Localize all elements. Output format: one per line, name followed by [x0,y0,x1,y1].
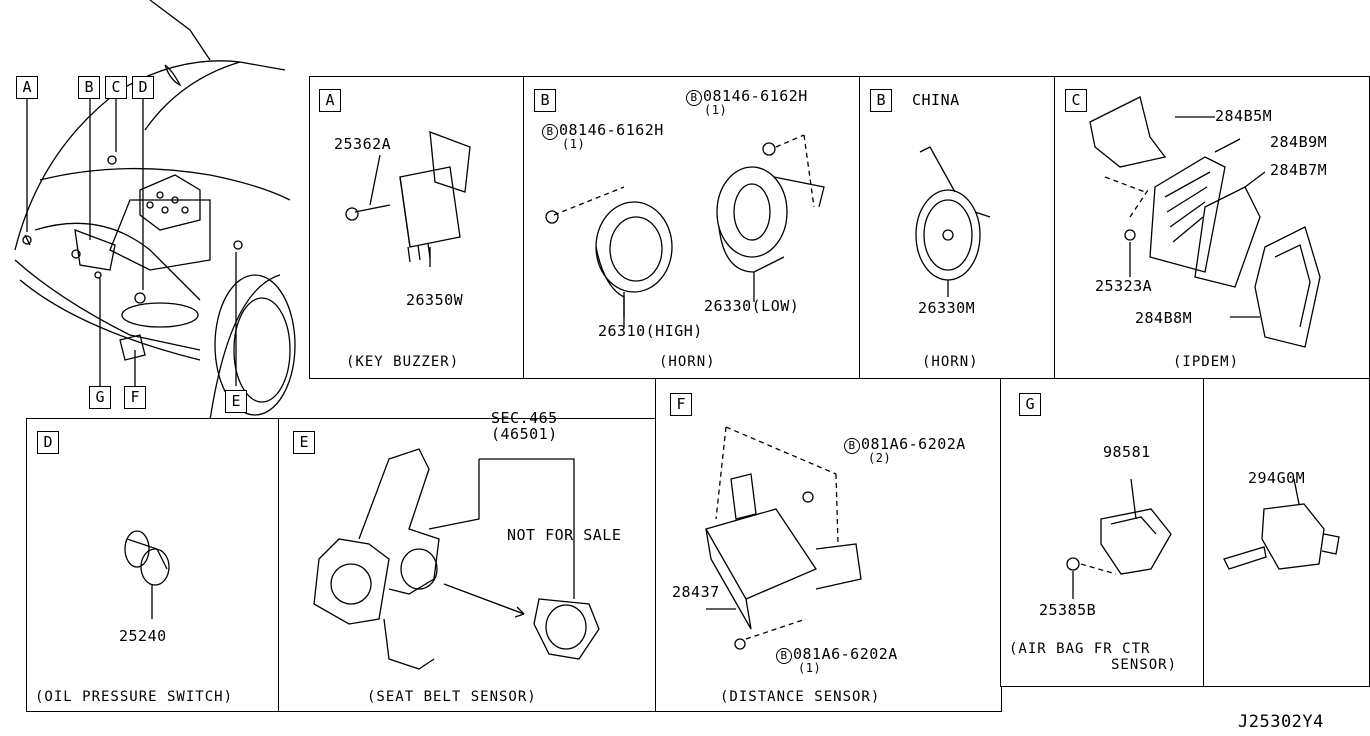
panel-ipdem: C 284B5M 284B9M 284B7M 25323A 284B8M (IP… [1054,76,1370,379]
distance-sensor-drawing [705,426,862,650]
overview-marker-c[interactable]: C [105,76,127,99]
sec-ref-46501: (46501) [491,425,558,443]
overview-marker-g[interactable]: G [89,386,111,409]
part-26330m[interactable]: 26330M [918,299,976,317]
panel-f-letter: F [670,393,692,416]
bolt-qty-bottom: (1) [798,661,822,675]
bolt-code: 08146-6162H [559,121,664,139]
part-294g0m[interactable]: 294G0M [1248,469,1306,487]
part-26310-high[interactable]: 26310(HIGH) [598,322,703,340]
caption-key-buzzer: (KEY BUZZER) [346,354,460,370]
diagram-code: J25302Y4 [1238,712,1324,732]
panel-d-letter: D [37,431,59,454]
overview-marker-a[interactable]: A [16,76,38,99]
ipdem-drawing [1089,96,1321,348]
bolt-circle-icon: B [776,648,792,664]
caption-seat-belt-sensor: (SEAT BELT SENSOR) [367,689,537,705]
panel-air-bag-sensor: G 98581 25385B (AIR BAG FR CTR SENSOR) [1000,378,1205,687]
caption-air-bag-line2: SENSOR) [1111,657,1178,673]
key-buzzer-drawing [345,131,471,267]
panel-horn-china: B CHINA 26330M (HORN) [859,76,1056,379]
bolt-code: 081A6-6202A [861,435,966,453]
overview-marker-e[interactable]: E [225,390,247,413]
part-25240[interactable]: 25240 [119,627,167,645]
part-25362a[interactable]: 25362A [334,135,392,153]
part-284b5m[interactable]: 284B5M [1215,107,1273,125]
part-26350w[interactable]: 26350W [406,291,464,309]
note-not-for-sale: NOT FOR SALE [507,526,622,544]
part-26330-low[interactable]: 26330(LOW) [704,297,800,315]
panel-key-buzzer: A 25362A 26350W (KEY BUZZER) [309,76,525,379]
part-28437[interactable]: 28437 [672,583,720,601]
caption-oil-pressure-switch: (OIL PRESSURE SWITCH) [35,689,234,705]
part-25323a[interactable]: 25323A [1095,277,1153,295]
bolt-code: 081A6-6202A [793,645,898,663]
panel-seat-belt: E SEC.465 (46501) NOT FOR SALE (SEAT BEL… [278,409,657,712]
car-front-illustration [14,0,296,421]
panel-c-letter: C [1065,89,1087,112]
part-294g0m-drawing [1223,478,1340,570]
part-284b8m[interactable]: 284B8M [1135,309,1193,327]
panel-g-letter: G [1019,393,1041,416]
caption-air-bag-line1: (AIR BAG FR CTR [1009,641,1151,657]
seat-belt-drawing [313,448,600,670]
bolt-code: 08146-6162H [703,87,808,105]
oil-pressure-drawing [124,530,170,619]
caption-horn: (HORN) [659,354,716,370]
overview-marker-b[interactable]: B [78,76,100,99]
caption-horn-china: (HORN) [922,354,979,370]
part-25385b[interactable]: 25385B [1039,601,1097,619]
panel-a-letter: A [319,89,341,112]
panel-e-letter: E [293,431,315,454]
bolt-qty-right: (1) [704,103,728,117]
caption-distance-sensor: (DISTANCE SENSOR) [720,689,881,705]
air-bag-sensor-drawing [1066,478,1172,599]
panel-b2-letter: B [870,89,892,112]
overview-marker-d[interactable]: D [132,76,154,99]
horn-china-drawing [915,146,991,297]
bolt-circle-icon: B [542,124,558,140]
sec-465[interactable]: SEC.465 [491,409,558,427]
overview-panel: A B C D G F E [0,0,310,421]
bolt-circle-icon: B [844,438,860,454]
panel-b-letter: B [534,89,556,112]
part-284b9m[interactable]: 284B9M [1270,133,1328,151]
panel-oil-pressure: D 25240 (OIL PRESSURE SWITCH) [26,418,280,712]
part-284b7m[interactable]: 284B7M [1270,161,1328,179]
horn-drawing [545,134,825,327]
bolt-qty-top: (2) [868,451,892,465]
overview-marker-f[interactable]: F [124,386,146,409]
note-china: CHINA [912,91,960,109]
panel-294g0m: 294G0M [1203,378,1370,687]
part-98581[interactable]: 98581 [1103,443,1151,461]
bolt-circle-icon: B [686,90,702,106]
bolt-qty-left: (1) [562,137,586,151]
caption-ipdem: (IPDEM) [1173,354,1240,370]
